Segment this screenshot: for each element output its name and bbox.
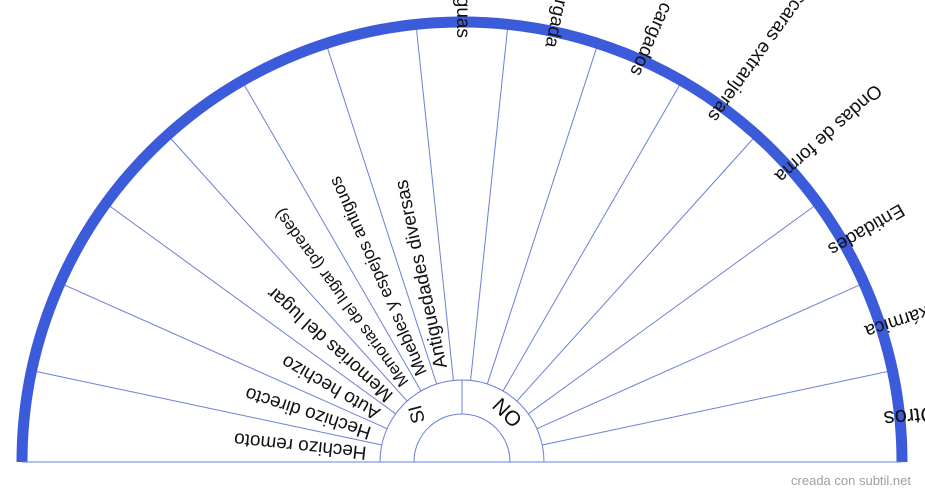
yes-label: SI — [405, 403, 430, 426]
sector-divider — [31, 370, 382, 446]
outer-rim — [16, 16, 908, 463]
sector-divider — [105, 202, 396, 415]
sector-divider — [59, 282, 388, 430]
sector-divider — [415, 24, 454, 381]
sector-label: Ondas de forma — [770, 80, 886, 187]
sector-divider — [536, 282, 865, 430]
sector-label: Mascaras extranjeras — [703, 0, 827, 125]
sector-divider — [502, 80, 683, 392]
sector-divider — [516, 134, 757, 402]
sector-divider — [241, 80, 422, 392]
sector-divider — [325, 43, 438, 385]
sector-divider — [486, 43, 599, 385]
sector-label: Otros — [883, 401, 925, 431]
sector-label: Otros objetos cargados — [625, 0, 724, 79]
sector-dividers — [31, 24, 893, 446]
sector-divider — [167, 134, 408, 402]
sector-divider — [470, 24, 509, 381]
sector-divider — [542, 370, 893, 446]
credit-text: creada con subtil.net — [791, 473, 911, 488]
sector-label: Joyas antiguas — [452, 0, 473, 38]
sector-divider — [528, 202, 819, 415]
center-hub — [413, 413, 511, 463]
